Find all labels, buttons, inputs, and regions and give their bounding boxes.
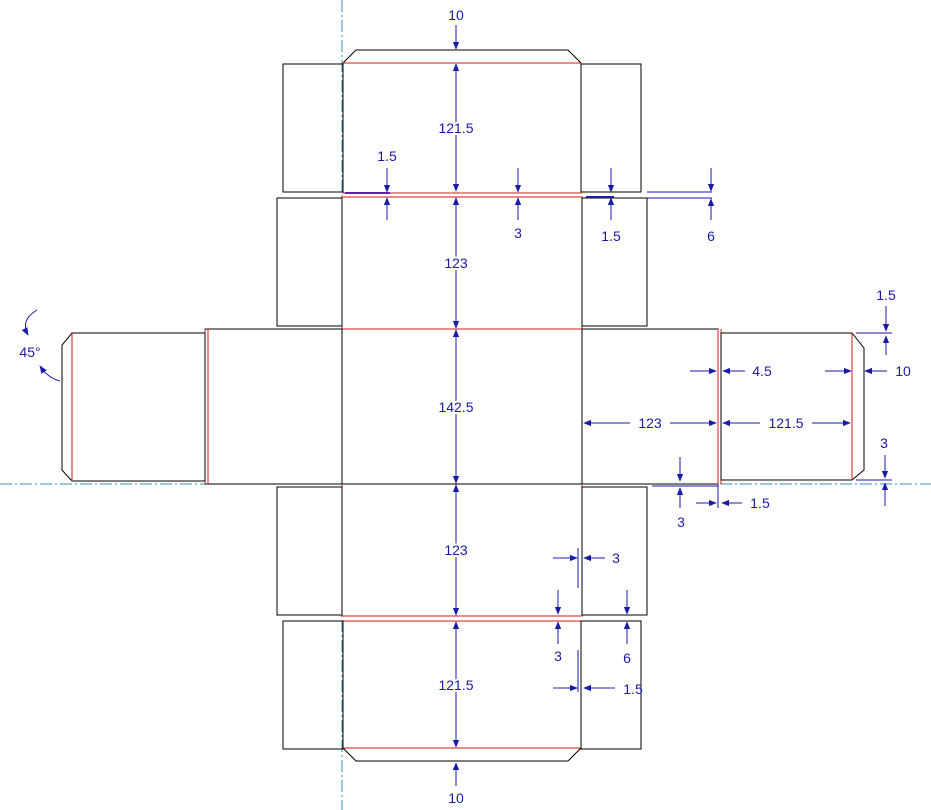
label-side-bottom-gap: 1.5 (750, 495, 770, 511)
label-bottom-flap: 6 (623, 650, 631, 666)
label-front-panel: 142.5 (438, 399, 473, 415)
label-bottom-gap: 1.5 (623, 681, 643, 697)
label-bottom-tuck-panel: 121.5 (438, 677, 473, 693)
dimension-labels: 10 121.5 1.5 3 1.5 6 123 142.5 123 121.5… (19, 7, 911, 806)
label-bottom-fold-offset: 3 (554, 648, 562, 664)
label-bottom-panel: 123 (444, 542, 468, 558)
label-top-panel: 123 (444, 255, 468, 271)
right-end-panel (720, 332, 865, 481)
top-side-flap-right (581, 197, 648, 327)
label-angle: 45° (19, 344, 40, 360)
label-glue-bottom-gap: 3 (880, 435, 888, 451)
label-top-tuck-flap: 10 (448, 7, 464, 23)
label-glue-panel-width: 121.5 (768, 415, 803, 431)
dimension-lines (21, 25, 892, 786)
left-side-panel (204, 328, 343, 485)
label-side-panel-width: 123 (638, 415, 662, 431)
label-glue-flap: 10 (895, 363, 911, 379)
label-top-fold-offset: 3 (514, 225, 522, 241)
label-bottom-tuck-flap: 10 (448, 790, 464, 806)
label-top-dust-gap: 1.5 (377, 148, 397, 164)
label-glue-top-gap: 1.5 (876, 287, 896, 303)
label-glue-gap: 4.5 (752, 363, 772, 379)
label-top-right-gap: 1.5 (601, 228, 621, 244)
label-top-tuck-panel: 121.5 (438, 120, 473, 136)
right-side-panel (581, 328, 722, 485)
bottom-dust-flap-right (580, 620, 642, 750)
top-dust-flap-left (282, 63, 344, 193)
top-side-flap-left (276, 197, 343, 327)
bottom-side-flap-left (276, 486, 343, 616)
bottom-side-flap-right (581, 486, 648, 616)
label-bottom-gap-right: 3 (612, 550, 620, 566)
label-top-right-flap: 6 (707, 228, 715, 244)
bottom-dust-flap-left (282, 620, 344, 750)
left-glue-panel (61, 332, 206, 482)
label-side-bottom-offset: 3 (677, 514, 685, 530)
